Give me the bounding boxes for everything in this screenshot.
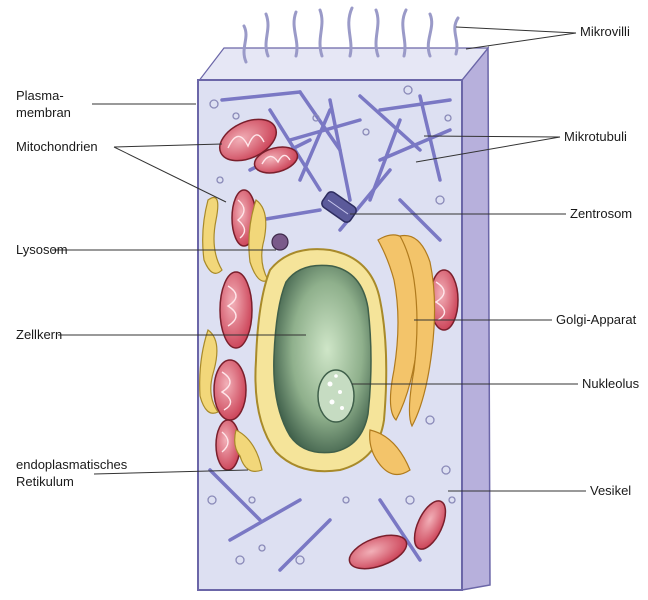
cell-side-face	[462, 48, 490, 590]
cell-top-face	[198, 48, 488, 82]
label-lysosom: Lysosom	[16, 241, 68, 258]
nucleoplasm	[274, 265, 371, 452]
label-golgi-apparat: Golgi-Apparat	[556, 311, 636, 328]
label-zentrosom: Zentrosom	[570, 205, 632, 222]
label-mitochondrien: Mitochondrien	[16, 138, 98, 155]
label-zellkern: Zellkern	[16, 326, 62, 343]
nucleus	[255, 249, 386, 471]
label-vesikel: Vesikel	[590, 482, 631, 499]
label-plasmamembran-1: Plasma-	[16, 87, 64, 104]
lysosome	[272, 234, 288, 250]
label-mikrovilli: Mikrovilli	[580, 23, 630, 40]
label-nukleolus: Nukleolus	[582, 375, 639, 392]
label-plasmamembran-2: membran	[16, 104, 71, 121]
label-endoplasmatisches-2: Retikulum	[16, 473, 74, 490]
label-endoplasmatisches-1: endoplasmatisches	[16, 456, 127, 473]
label-mikrotubuli: Mikrotubuli	[564, 128, 627, 145]
